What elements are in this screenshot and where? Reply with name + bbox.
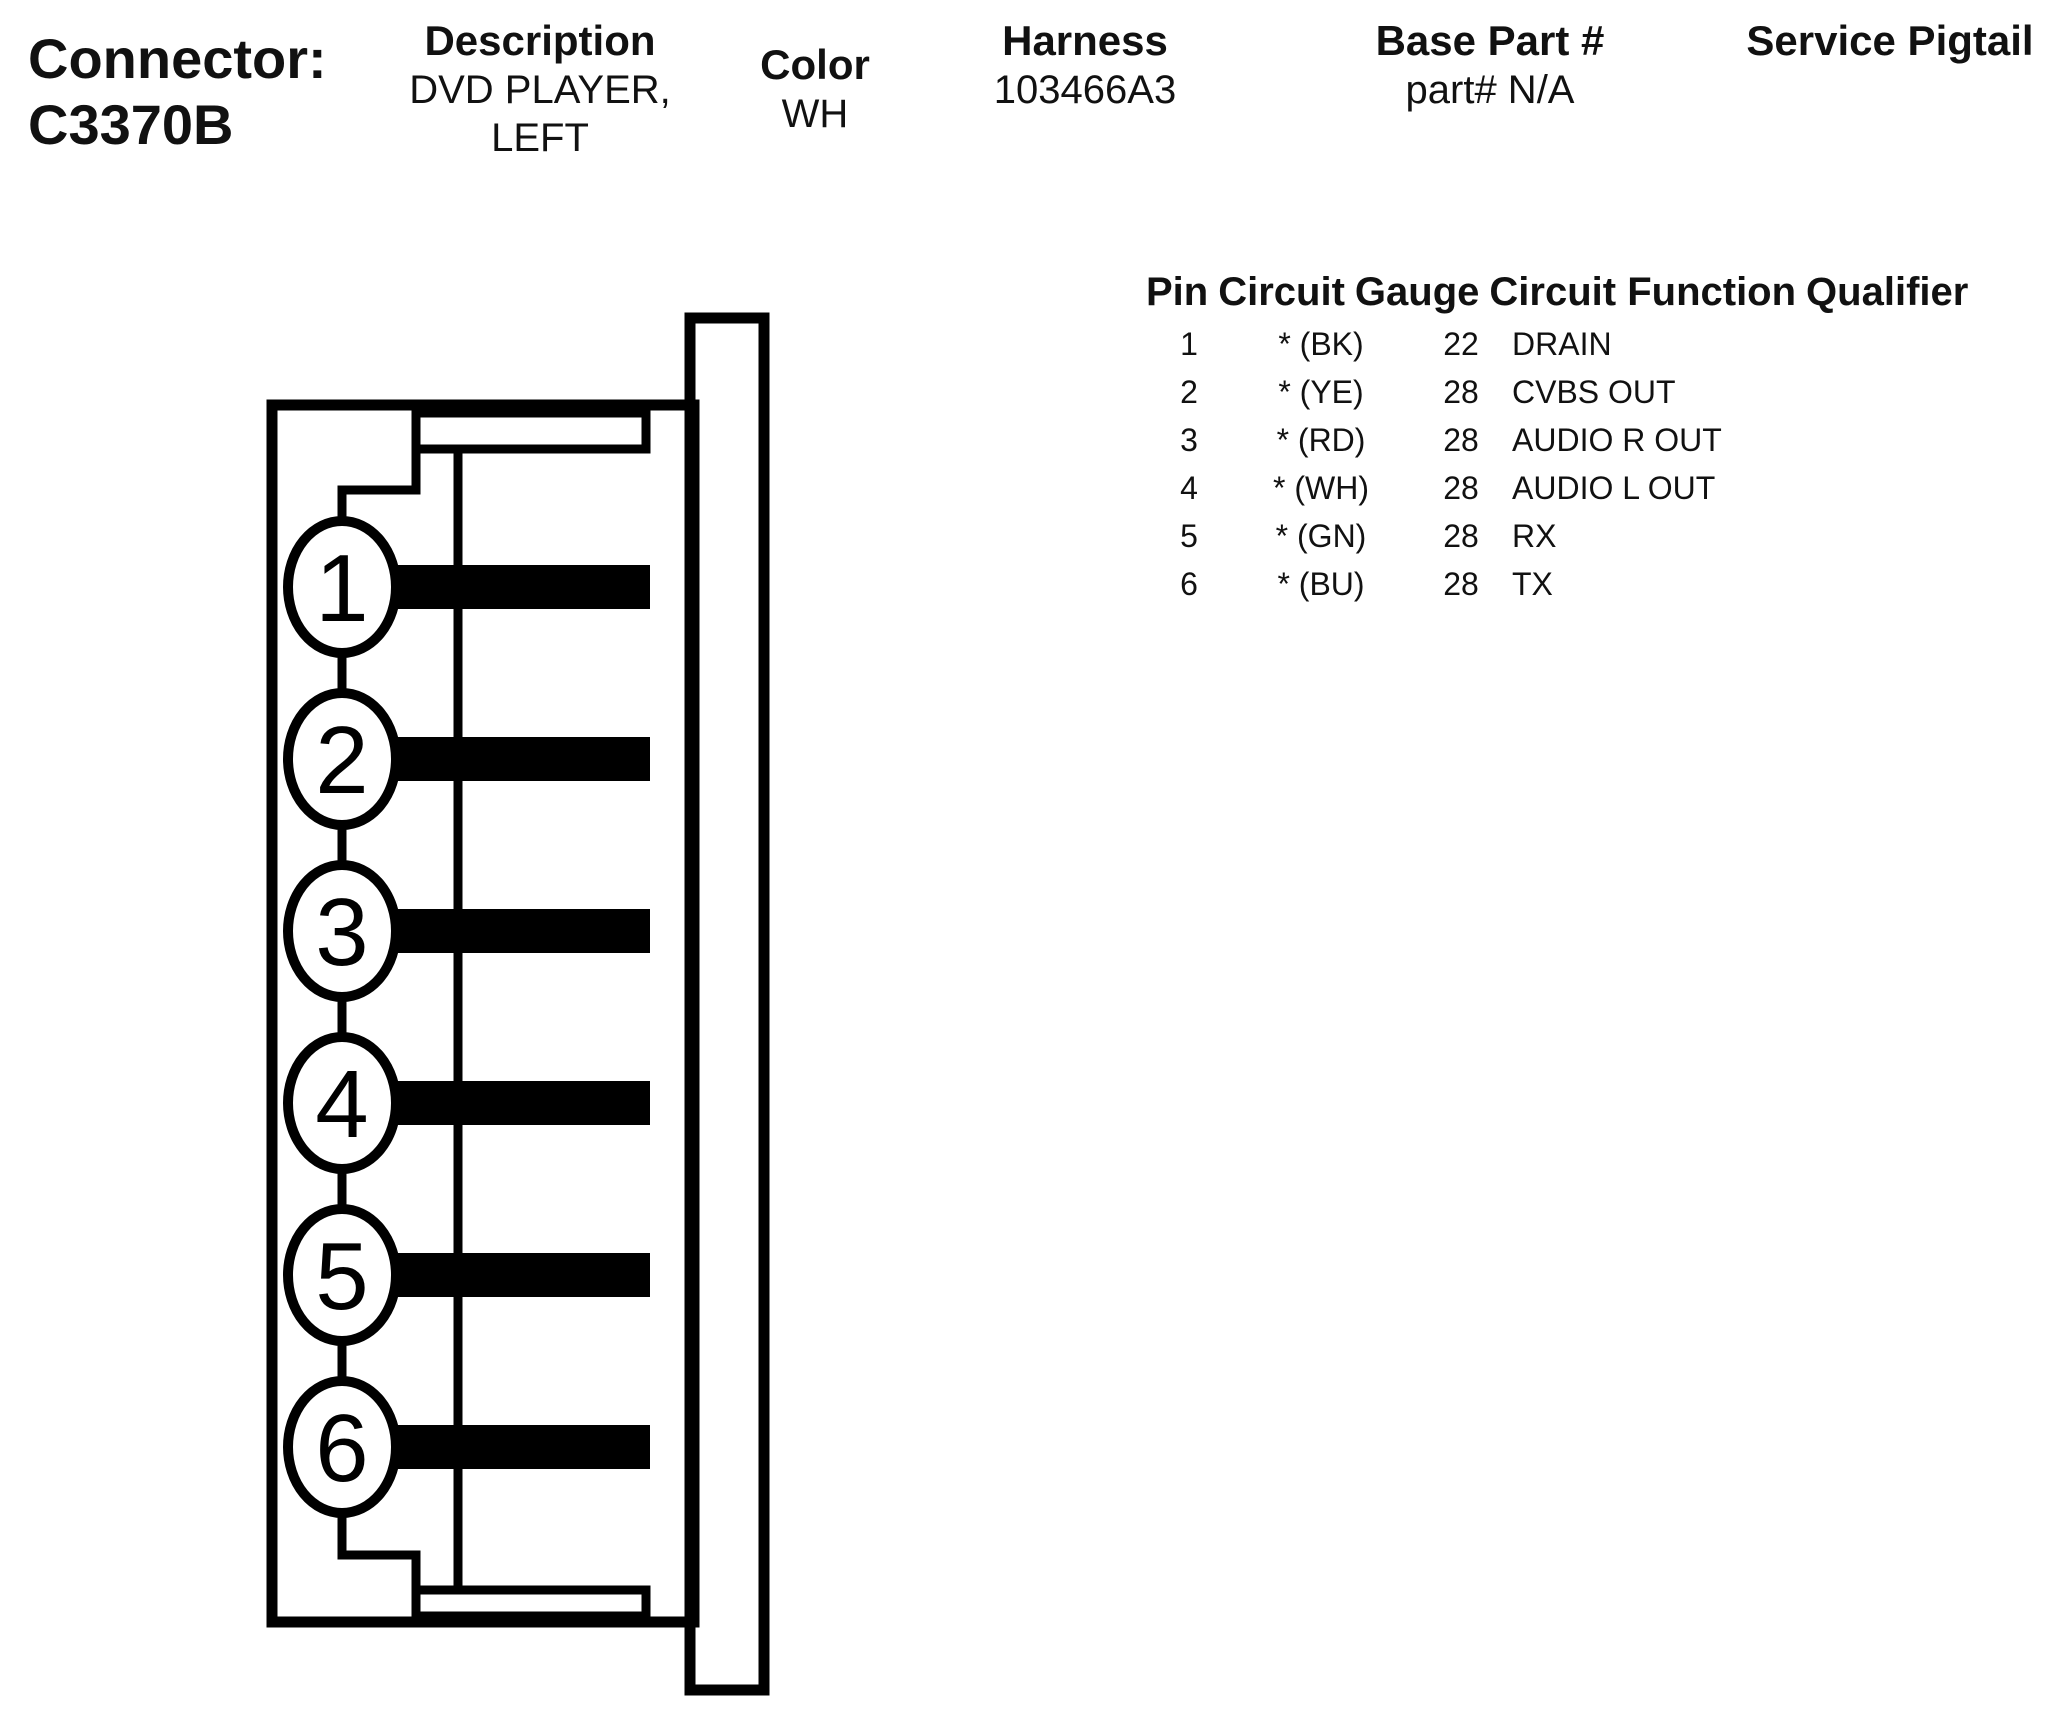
pin-number-label: 2 xyxy=(315,707,368,814)
description-block: Description DVD PLAYER, LEFT xyxy=(380,16,700,162)
locking-tab xyxy=(684,312,770,1696)
function-cell: RX xyxy=(1512,518,1557,554)
bottom-step xyxy=(337,1505,421,1590)
function-cell: AUDIO R OUT xyxy=(1512,422,1722,458)
header-pin: Pin xyxy=(1146,270,1209,314)
service-pigtail-title: Service Pigtail xyxy=(1746,17,2034,64)
header-qualifier: Qualifier xyxy=(1806,270,1969,314)
gauge-cell: 28 xyxy=(1443,518,1479,554)
circuit-cell: * (GN) xyxy=(1275,518,1367,554)
gauge-cell: 28 xyxy=(1443,374,1479,410)
pin-cell: 1 xyxy=(1180,326,1198,362)
function-cell: TX xyxy=(1512,566,1553,602)
connector-label: Connector: xyxy=(28,27,327,90)
circuit-cell: * (BK) xyxy=(1278,326,1364,362)
gauge-cell: 22 xyxy=(1443,326,1479,362)
function-cell: CVBS OUT xyxy=(1512,374,1676,410)
pin-cell: 6 xyxy=(1180,566,1198,602)
pin-terminal xyxy=(392,1425,650,1469)
table-row: 2 * (YE) 28 CVBS OUT xyxy=(1146,368,1978,416)
connector-id: C3370B xyxy=(28,93,234,156)
circuit-cell: * (BU) xyxy=(1277,566,1365,602)
table-row: 6 * (BU) 28 TX xyxy=(1146,560,1978,608)
top-slot xyxy=(411,408,651,454)
pin-number-label: 4 xyxy=(315,1051,368,1158)
function-cell: DRAIN xyxy=(1512,326,1612,362)
color-block: Color WH xyxy=(740,40,890,138)
color-title: Color xyxy=(760,41,870,88)
base-part-title: Base Part # xyxy=(1375,17,1605,64)
description-line-2: LEFT xyxy=(491,116,589,160)
pin-circle xyxy=(283,688,401,830)
description-title: Description xyxy=(424,17,656,64)
base-part-block: Base Part # part# N/A xyxy=(1340,16,1640,114)
pin-circle xyxy=(283,516,401,658)
harness-title: Harness xyxy=(1002,17,1168,64)
pin-cell: 4 xyxy=(1180,470,1198,506)
pin-circle xyxy=(283,1204,401,1346)
gauge-cell: 28 xyxy=(1443,422,1479,458)
gauge-cell: 28 xyxy=(1443,470,1479,506)
pin-cell: 2 xyxy=(1180,374,1198,410)
pin-terminal xyxy=(392,565,650,609)
circuit-cell: * (RD) xyxy=(1276,422,1366,458)
connector-housing xyxy=(266,312,770,1696)
harness-value: 103466A3 xyxy=(993,68,1177,112)
pin-circle xyxy=(283,1376,401,1518)
function-cell: AUDIO L OUT xyxy=(1512,470,1716,506)
pin-terminal xyxy=(392,1253,650,1297)
bottom-slot xyxy=(411,1585,651,1621)
color-value: WH xyxy=(781,92,849,136)
pin-terminal xyxy=(392,737,650,781)
header-circuit: Circuit xyxy=(1218,270,1345,314)
pin-terminal xyxy=(392,909,650,953)
gauge-cell: 28 xyxy=(1443,566,1479,602)
pin-terminal xyxy=(392,1081,650,1125)
harness-block: Harness 103466A3 xyxy=(960,16,1210,114)
table-row: 3 * (RD) 28 AUDIO R OUT xyxy=(1146,416,1978,464)
table-row: 1 * (BK) 22 DRAIN xyxy=(1146,320,1978,368)
pin-table: Pin Circuit Gauge Circuit Function Quali… xyxy=(1146,268,1978,608)
pin-group: 1 2 3 4 5 6 xyxy=(283,516,650,1527)
description-line-1: DVD PLAYER, xyxy=(409,68,671,112)
pin-number-label: 3 xyxy=(315,879,368,986)
circuit-cell: * (YE) xyxy=(1278,374,1364,410)
table-row: 4 * (WH) 28 AUDIO L OUT xyxy=(1146,464,1978,512)
pin-cell: 3 xyxy=(1180,422,1198,458)
connector-title: Connector: C3370B xyxy=(28,26,327,158)
table-row: 5 * (GN) 28 RX xyxy=(1146,512,1978,560)
base-part-value: part# N/A xyxy=(1405,68,1575,112)
pin-circle xyxy=(283,860,401,1002)
pin-number-label: 1 xyxy=(315,535,368,642)
header-circuit-function: Circuit Function xyxy=(1489,270,1797,314)
pin-cell: 5 xyxy=(1180,518,1198,554)
header-gauge: Gauge xyxy=(1354,270,1480,314)
service-pigtail-block: Service Pigtail xyxy=(1740,16,2040,66)
pin-circle xyxy=(283,1032,401,1174)
pin-number-label: 6 xyxy=(315,1395,368,1502)
circuit-cell: * (WH) xyxy=(1273,470,1369,506)
pin-number-label: 5 xyxy=(315,1223,368,1330)
pin-table-header: Pin Circuit Gauge Circuit Function Quali… xyxy=(1146,268,1978,316)
